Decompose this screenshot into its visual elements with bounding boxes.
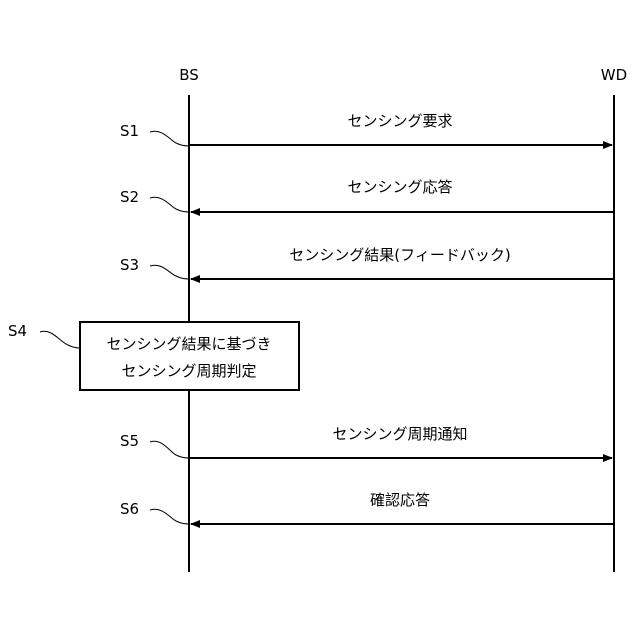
- message-label-s1-text: センシング要求: [347, 112, 452, 130]
- step-connector-s5: [150, 441, 189, 458]
- entity-label-bs: BS: [179, 66, 199, 84]
- step-label-s1: S1: [120, 122, 139, 140]
- step-connector-s4: [40, 331, 80, 348]
- step-label-s2: S2: [120, 188, 139, 206]
- process-text-s4-line1: センシング結果に基づき: [106, 335, 271, 353]
- step-connector-s6: [150, 509, 189, 524]
- step-connector-s3: [150, 265, 189, 279]
- entity-label-wd: WD: [601, 66, 627, 84]
- step-connector-s2: [150, 197, 189, 212]
- message-label-s5: センシング周期通知: [332, 425, 467, 443]
- message-label-s2: センシング応答: [347, 178, 452, 196]
- step-label-s6: S6: [120, 500, 139, 518]
- step-label-s5: S5: [120, 432, 139, 450]
- message-label-s6: 確認応答: [370, 491, 430, 509]
- process-text-s4-line2: センシング周期判定: [121, 362, 256, 380]
- step-label-s3: S3: [120, 256, 139, 274]
- step-label-s4: S4: [8, 322, 27, 340]
- step-connector-s1: [150, 131, 189, 146]
- message-label-s3: センシング結果(フィードバック): [289, 246, 510, 264]
